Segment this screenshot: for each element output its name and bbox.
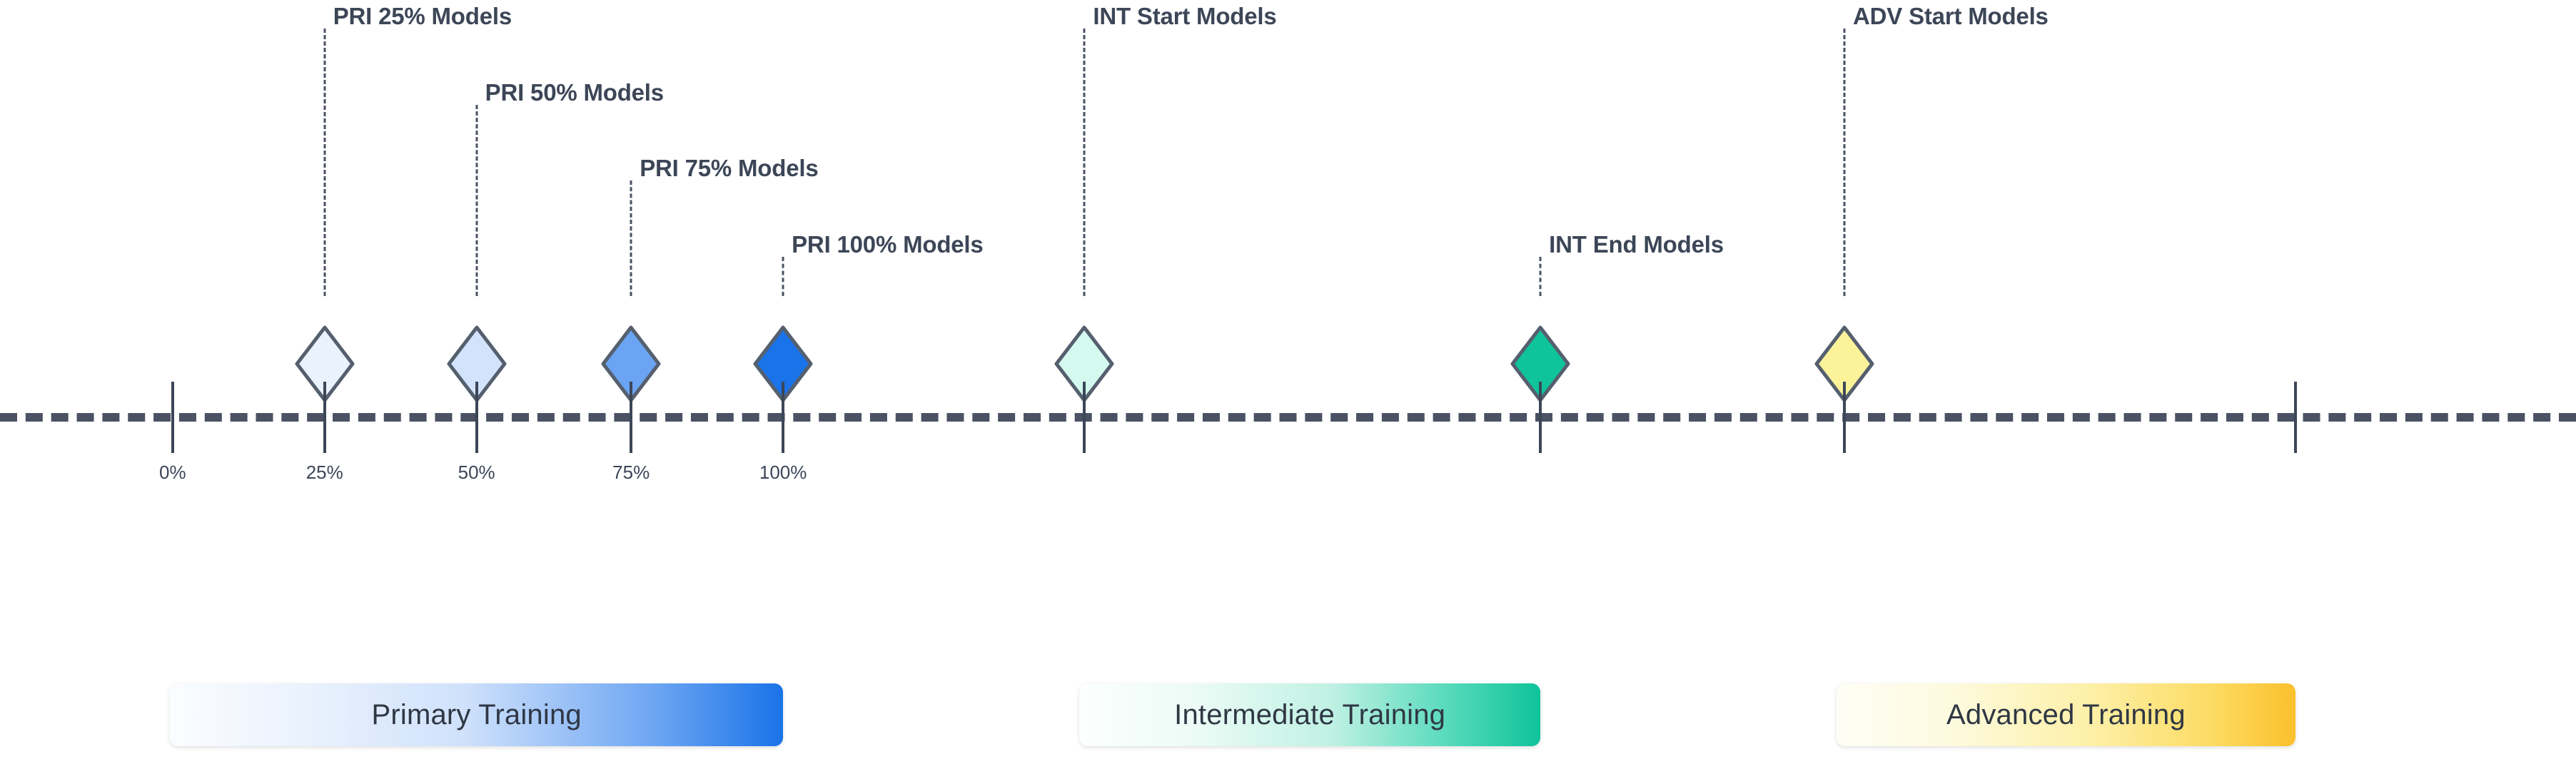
annotation-label-adv-start: ADV Start Models [1853, 3, 2049, 29]
annotation-stem-pri-50 [475, 105, 478, 296]
axis-tick-0 [171, 382, 174, 453]
annotation-stem-pri-75 [630, 180, 632, 296]
phase-bar-label-advanced: Advanced Training [1946, 698, 2186, 730]
axis-tick-8 [2293, 382, 2297, 453]
annotation-stem-pri-100 [782, 257, 784, 296]
axis-tick-label-3: 75% [612, 462, 650, 483]
axis-tick-1 [323, 382, 326, 453]
annotation-label-pri-25: PRI 25% Models [333, 3, 512, 29]
axis-tick-label-1: 25% [305, 462, 343, 483]
axis-tick-7 [1843, 382, 1847, 453]
annotation-label-pri-75: PRI 75% Models [640, 155, 819, 181]
phase-bar-label-intermediate: Intermediate Training [1174, 698, 1446, 730]
axis-tick-2 [475, 382, 478, 453]
annotation-label-pri-100: PRI 100% Models [792, 231, 984, 258]
axis-tick-4 [782, 382, 785, 453]
phase-bar-label-primary: Primary Training [371, 698, 582, 730]
phase-bar-intermediate[interactable]: Intermediate Training [1079, 683, 1541, 746]
annotation-stem-int-end [1539, 257, 1542, 296]
axis-tick-6 [1539, 382, 1542, 453]
annotation-stem-pri-25 [323, 29, 326, 296]
axis-tick-label-0: 0% [159, 462, 186, 483]
phase-bar-primary[interactable]: Primary Training [170, 683, 784, 746]
axis-tick-label-2: 50% [458, 462, 495, 483]
phase-bar-advanced[interactable]: Advanced Training [1837, 683, 2295, 746]
annotation-label-int-end: INT End Models [1549, 231, 1724, 258]
axis-dashed-line [0, 413, 2576, 422]
axis-tick-label-4: 100% [759, 462, 807, 483]
annotation-stem-adv-start [1843, 29, 1846, 296]
annotation-label-int-start: INT Start Models [1093, 3, 1277, 29]
axis-tick-3 [630, 382, 633, 453]
axis-tick-5 [1083, 382, 1086, 453]
annotation-stem-int-start [1083, 29, 1086, 296]
annotation-label-pri-50: PRI 50% Models [485, 79, 664, 106]
